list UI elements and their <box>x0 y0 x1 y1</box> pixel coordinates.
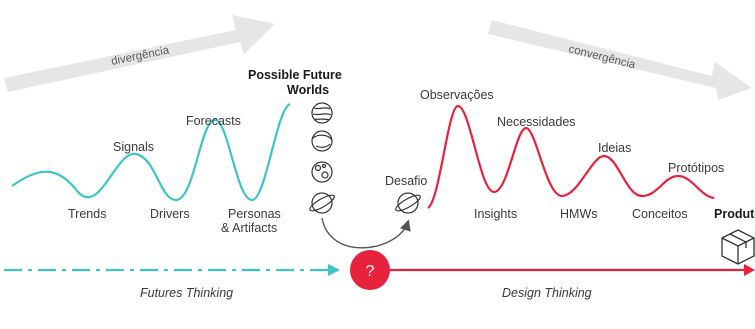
futures-thinking-label: Futures Thinking <box>140 286 233 300</box>
drivers-label: Drivers <box>150 207 190 221</box>
challenge-label: Desafio <box>385 174 427 188</box>
planet-icon-3 <box>311 161 333 183</box>
futures-arrowhead <box>328 264 340 276</box>
product-box-icon <box>721 229 755 265</box>
artifacts-label: & Artifacts <box>221 221 277 235</box>
observations-label: Observações <box>420 88 494 102</box>
trends-label: Trends <box>68 207 106 221</box>
design-wave <box>427 104 715 209</box>
design-arrowhead <box>744 264 755 276</box>
future-worlds-title-line2: Worlds <box>287 83 329 97</box>
needs-label: Necessidades <box>497 115 576 129</box>
divergence-arrow: divergência <box>4 15 275 92</box>
divergence-label: divergência <box>110 44 171 68</box>
convergence-label: convergência <box>567 43 637 71</box>
product-label: Produto <box>714 207 755 221</box>
hmws-label: HMWs <box>560 207 598 221</box>
signals-label: Signals <box>113 140 154 154</box>
planet-icon-2 <box>311 130 333 152</box>
concepts-label: Conceitos <box>632 207 688 221</box>
prototypes-label: Protótipos <box>668 161 724 175</box>
question-circle <box>350 250 390 290</box>
insights-label: Insights <box>474 207 517 221</box>
future-worlds-title-line1: Possible Future <box>248 68 342 82</box>
design-thinking-label: Design Thinking <box>502 286 592 300</box>
futures-wave <box>11 102 291 202</box>
worlds-to-challenge-arrow <box>321 217 411 249</box>
challenge-planet-icon <box>395 192 421 214</box>
personas-label: Personas <box>228 207 281 221</box>
question-mark: ? <box>366 263 375 280</box>
forecasts-label: Forecasts <box>186 114 241 128</box>
convergence-arrow: convergência <box>488 20 752 100</box>
planet-icon-4 <box>309 192 335 214</box>
planet-icon-1 <box>311 102 333 124</box>
ideas-label: Ideias <box>598 141 631 155</box>
